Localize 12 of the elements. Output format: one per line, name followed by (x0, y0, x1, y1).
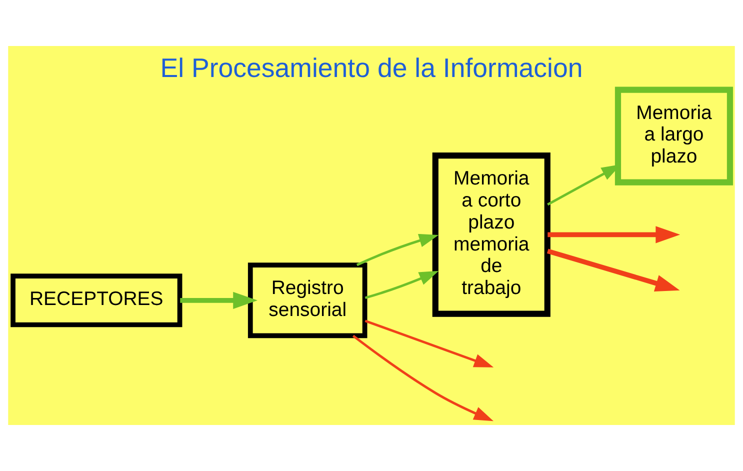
arrow (356, 234, 439, 266)
node-box: RECEPTORES (10, 274, 182, 328)
node-box: Registro sensorial (248, 262, 368, 338)
arrow (352, 334, 494, 422)
arrow (364, 320, 494, 368)
node-box: Memoria a corto plazo memoria de trabajo (432, 152, 550, 317)
arrow (180, 292, 258, 309)
arrow (548, 226, 680, 244)
node-box: Memoria a largo plazo (614, 86, 734, 186)
diagram-title: El Procesamiento de la Informacion (160, 53, 583, 84)
arrow (546, 248, 680, 292)
arrow (364, 270, 439, 300)
